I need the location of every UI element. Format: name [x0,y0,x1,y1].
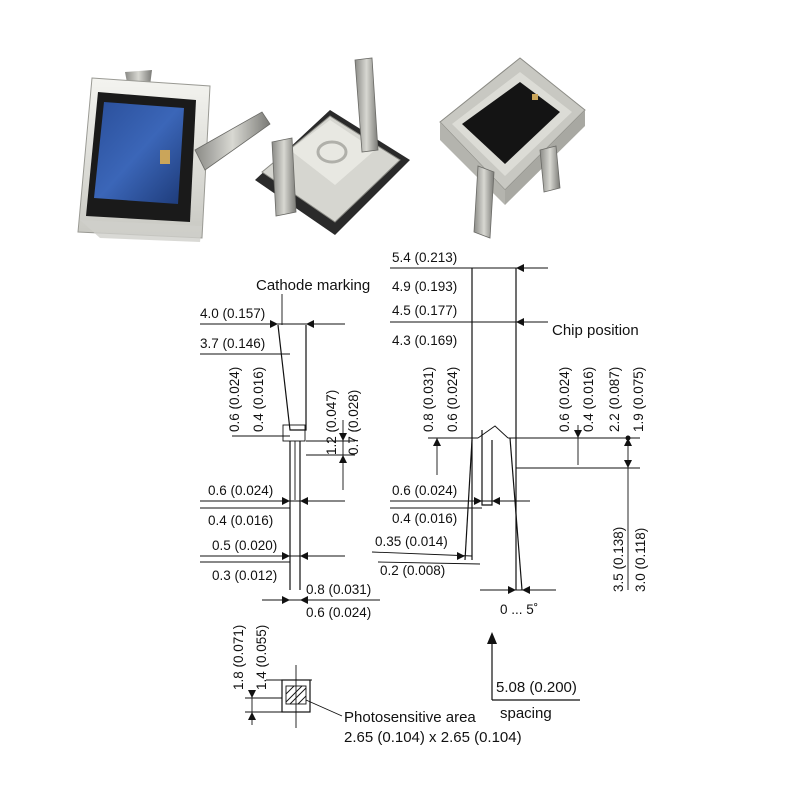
dim-0-7: 0.7 (0.028) [346,390,361,455]
dim-1-9: 1.9 (0.075) [631,367,646,432]
front-chip-mark [477,425,509,439]
dim-3-5: 3.5 (0.138) [611,527,626,592]
dim-0-35: 0.35 (0.014) [375,534,448,549]
photodiode-front-view [77,70,271,242]
dim-0-8-v: 0.8 (0.031) [421,367,436,432]
front-dim-0-4-h: 0.4 (0.016) [392,511,457,526]
dim-4-9: 4.9 (0.193) [392,279,457,294]
side-view: Cathode marking 4.0 (0.157) 3.7 (0.146) … [200,277,380,620]
dim-2-2: 2.2 (0.087) [607,367,622,432]
dim-3-7: 3.7 (0.146) [200,336,265,351]
dim-0-3: 0.3 (0.012) [212,568,277,583]
dim-0-6-v: 0.6 (0.024) [445,367,460,432]
front-lead-bend [464,439,473,561]
product-photos [77,57,586,242]
cathode-marking-label: Cathode marking [256,277,370,294]
dim-4-0: 4.0 (0.157) [200,306,265,321]
dim-1-8: 1.8 (0.071) [231,625,246,690]
dim-0-4-v: 0.4 (0.016) [251,367,266,432]
side-body-outline [277,324,307,431]
dim-0-5: 0.5 (0.020) [212,538,277,553]
dim-0-2: 0.2 (0.008) [380,563,445,578]
dim-5-4: 5.4 (0.213) [392,250,457,265]
spacing-value: 5.08 (0.200) [496,679,577,696]
photodiode-angled-view [439,57,586,239]
dim-3-0: 3.0 (0.118) [633,528,648,592]
top-view: 1.8 (0.071) 1.4 (0.055) Photosensitive a… [231,625,522,746]
chip-position-label: Chip position [552,322,639,339]
spacing-label: spacing [500,705,552,722]
dim-0-6-h: 0.6 (0.024) [208,483,273,498]
dim-1-2: 1.2 (0.047) [324,390,339,455]
photosensitive-area-size: 2.65 (0.104) x 2.65 (0.104) [344,729,522,746]
dim-0-8: 0.8 (0.031) [306,582,371,597]
front-view: 5.4 (0.213) 4.9 (0.193) 4.5 (0.177) 4.3 … [371,250,648,617]
dim-0-4-h: 0.4 (0.016) [208,513,273,528]
angle-label: 0 ... 5˚ [500,602,538,617]
side-chip-step [282,424,306,442]
dim-0-6-v: 0.6 (0.024) [227,367,242,432]
dim-4-3: 4.3 (0.169) [392,333,457,348]
spacing-indicator: 5.08 (0.200) spacing [487,632,580,722]
dim-1-4: 1.4 (0.055) [254,625,269,690]
dim-0-4-r: 0.4 (0.016) [581,367,596,432]
photosensitive-area-label: Photosensitive area [344,709,476,726]
dim-0-6-r: 0.6 (0.024) [557,367,572,432]
front-lead-left [481,430,493,506]
photodiode-back-view [255,57,410,235]
front-dim-0-6-h: 0.6 (0.024) [392,483,457,498]
dim-0-6-b: 0.6 (0.024) [306,605,371,620]
dim-4-5: 4.5 (0.177) [392,303,457,318]
